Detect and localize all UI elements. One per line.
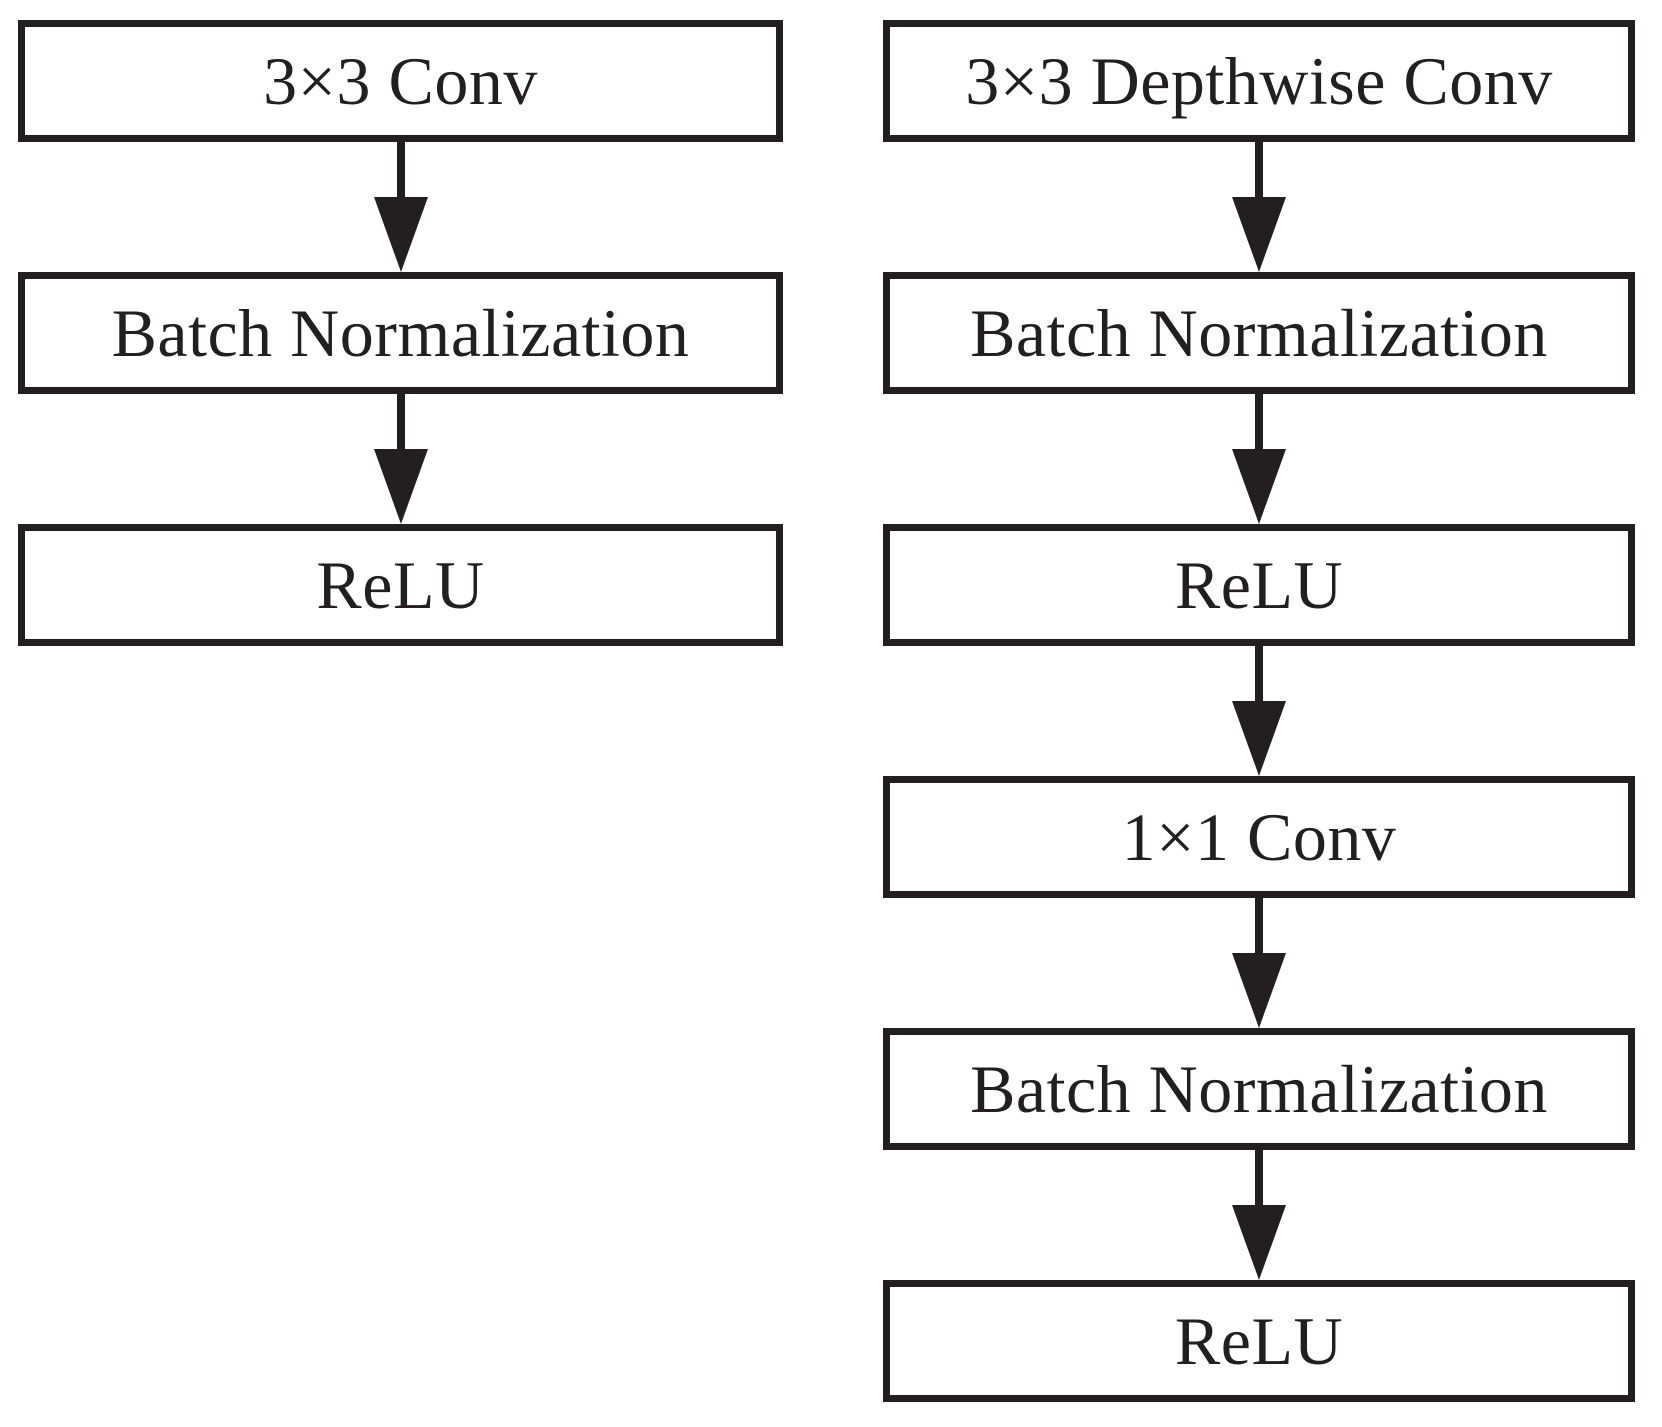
- arrow-down-icon: [18, 394, 783, 524]
- arrow-down-icon: [883, 646, 1635, 776]
- flow-node-depthwise-separable-conv-block-2: ReLU: [883, 524, 1635, 646]
- arrow-shaft: [1255, 646, 1263, 701]
- flow-node-standard-conv-block-2: ReLU: [18, 524, 783, 646]
- arrow-down-icon: [883, 142, 1635, 272]
- arrow-shaft: [396, 142, 405, 197]
- arrow-shaft: [396, 394, 405, 449]
- arrow-down-icon: [18, 142, 783, 272]
- arrow-head: [1232, 701, 1286, 776]
- arrow-shaft: [1255, 142, 1263, 197]
- flow-node-standard-conv-block-0: 3×3 Conv: [18, 20, 783, 142]
- flow-node-standard-conv-block-1: Batch Normalization: [18, 272, 783, 394]
- arrow-shaft: [1255, 394, 1263, 449]
- flow-node-depthwise-separable-conv-block-3: 1×1 Conv: [883, 776, 1635, 898]
- flow-node-depthwise-separable-conv-block-0: 3×3 Depthwise Conv: [883, 20, 1635, 142]
- arrow-head: [1232, 197, 1286, 272]
- flow-node-depthwise-separable-conv-block-5: ReLU: [883, 1280, 1635, 1402]
- flow-node-depthwise-separable-conv-block-4: Batch Normalization: [883, 1028, 1635, 1150]
- arrow-head: [1232, 953, 1286, 1028]
- arrow-head: [1232, 1205, 1286, 1280]
- arrow-shaft: [1255, 1150, 1263, 1205]
- arrow-down-icon: [883, 898, 1635, 1028]
- arrow-head: [373, 197, 428, 272]
- arrow-shaft: [1255, 898, 1263, 953]
- arrow-down-icon: [883, 1150, 1635, 1280]
- flow-node-depthwise-separable-conv-block-1: Batch Normalization: [883, 272, 1635, 394]
- arrow-down-icon: [883, 394, 1635, 524]
- arrow-head: [1232, 449, 1286, 524]
- arrow-head: [373, 449, 428, 524]
